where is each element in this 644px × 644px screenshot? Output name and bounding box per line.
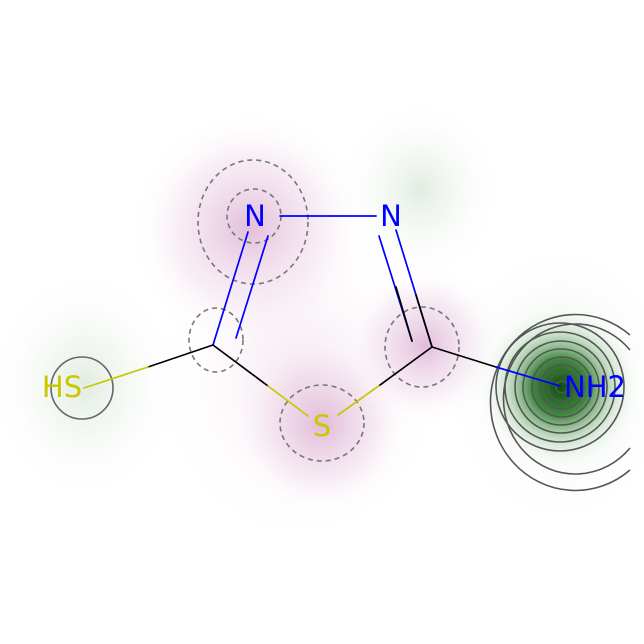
density-background — [0, 95, 644, 550]
positive-region-nh2 — [480, 307, 640, 467]
bonds — [83, 215, 561, 417]
pos-contour-nh2-9 — [547, 372, 577, 402]
pos-contour-nh2-8 — [539, 364, 585, 410]
atom-s1-label: S — [313, 409, 331, 443]
pos-contour-nh2-1 — [489, 313, 631, 492]
bond-c5-nh2-black — [431, 346, 497, 368]
bond-s1-c5-black — [379, 346, 433, 386]
neg-contour-c5 — [384, 306, 460, 388]
pos-contour-sh — [50, 356, 114, 420]
pos-contour-nh2-4 — [504, 331, 616, 443]
pos-contour-nh2-3 — [495, 322, 625, 452]
bond-n3-c2-b — [235, 235, 269, 339]
bond-c5-nh2-blue — [495, 366, 561, 387]
atom-n3-label: N — [244, 199, 266, 233]
atom-labels: N N S HS NH2 — [42, 199, 626, 443]
bond-c2-sh-black — [147, 344, 214, 368]
bond-c2-sh-yellow — [83, 366, 149, 389]
pos-contour-nh2-7 — [531, 356, 593, 418]
bond-c2-s1-black — [212, 344, 269, 387]
pos-contours-nh2 — [489, 313, 631, 492]
atom-sh-label: HS — [42, 370, 82, 404]
neg-contour-s1 — [279, 384, 365, 462]
bond-c2-s1-yellow — [267, 385, 309, 417]
bond-n4-c5-a-black — [415, 294, 433, 348]
atom-n4-label: N — [380, 199, 402, 233]
pos-contour-nh2-2 — [502, 323, 631, 475]
pos-contour-nh2-10 — [555, 380, 569, 394]
pos-contour-nh2-6 — [522, 348, 600, 426]
bond-s1-c5-yellow — [337, 384, 381, 416]
atom-nh2-label: NH2 — [564, 370, 626, 404]
pos-contour-nh2-5 — [514, 340, 608, 434]
bond-n4-c5-b-black — [395, 286, 413, 342]
neg-contour-c2 — [188, 307, 244, 373]
bond-n3-c2-a — [212, 231, 249, 346]
positive-region-n4 — [335, 95, 505, 285]
